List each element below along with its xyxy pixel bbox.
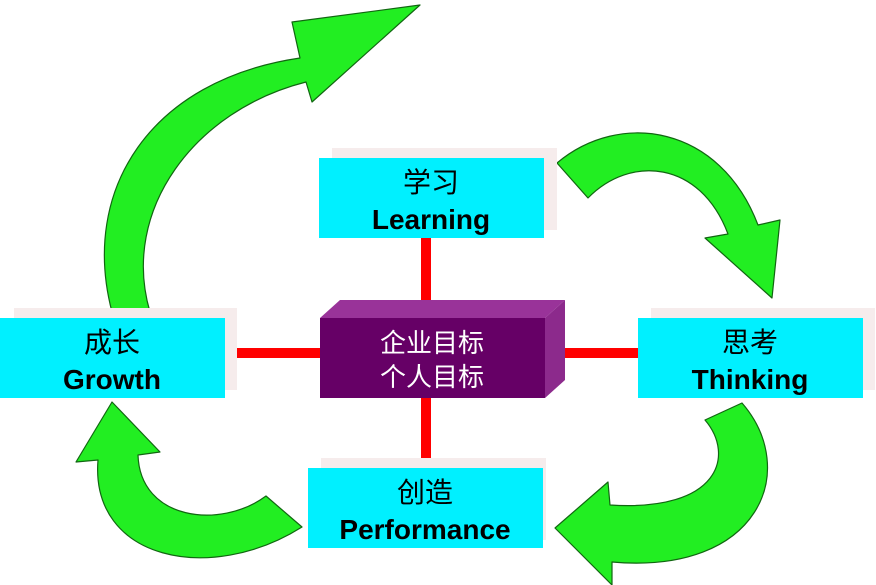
connector-right bbox=[542, 348, 640, 358]
node-performance-box bbox=[308, 468, 543, 548]
arrow-thinking-to-performance bbox=[554, 402, 768, 585]
node-learning: 学习 Learning bbox=[319, 148, 557, 238]
node-performance-en: Performance bbox=[339, 514, 510, 545]
node-learning-en: Learning bbox=[372, 204, 490, 235]
node-growth-cn: 成长 bbox=[84, 326, 140, 359]
node-thinking-en: Thinking bbox=[692, 364, 809, 395]
arrow-learning-to-thinking bbox=[556, 132, 781, 299]
node-thinking-box bbox=[638, 318, 863, 398]
center-block-side bbox=[545, 300, 565, 398]
arrow-growth-to-learning bbox=[103, 4, 421, 313]
connector-left bbox=[224, 348, 322, 358]
center-block-front bbox=[320, 318, 545, 398]
node-growth-en: Growth bbox=[63, 364, 161, 395]
node-thinking-cn: 思考 bbox=[722, 326, 778, 359]
center-line-2: 个人目标 bbox=[380, 363, 484, 393]
arrow-performance-to-growth bbox=[75, 401, 303, 559]
connector-bottom bbox=[421, 398, 431, 470]
center-block: 企业目标 个人目标 bbox=[320, 300, 565, 398]
connector-top bbox=[421, 238, 431, 320]
node-performance: 创造 Performance bbox=[308, 458, 546, 548]
center-block-top bbox=[320, 300, 565, 318]
node-growth: 成长 Growth bbox=[0, 308, 237, 398]
node-growth-box bbox=[0, 318, 225, 398]
node-learning-box bbox=[319, 158, 544, 238]
node-learning-cn: 学习 bbox=[403, 166, 459, 199]
node-performance-cn: 创造 bbox=[397, 476, 453, 509]
node-thinking: 思考 Thinking bbox=[638, 308, 875, 398]
center-line-1: 企业目标 bbox=[380, 329, 484, 359]
